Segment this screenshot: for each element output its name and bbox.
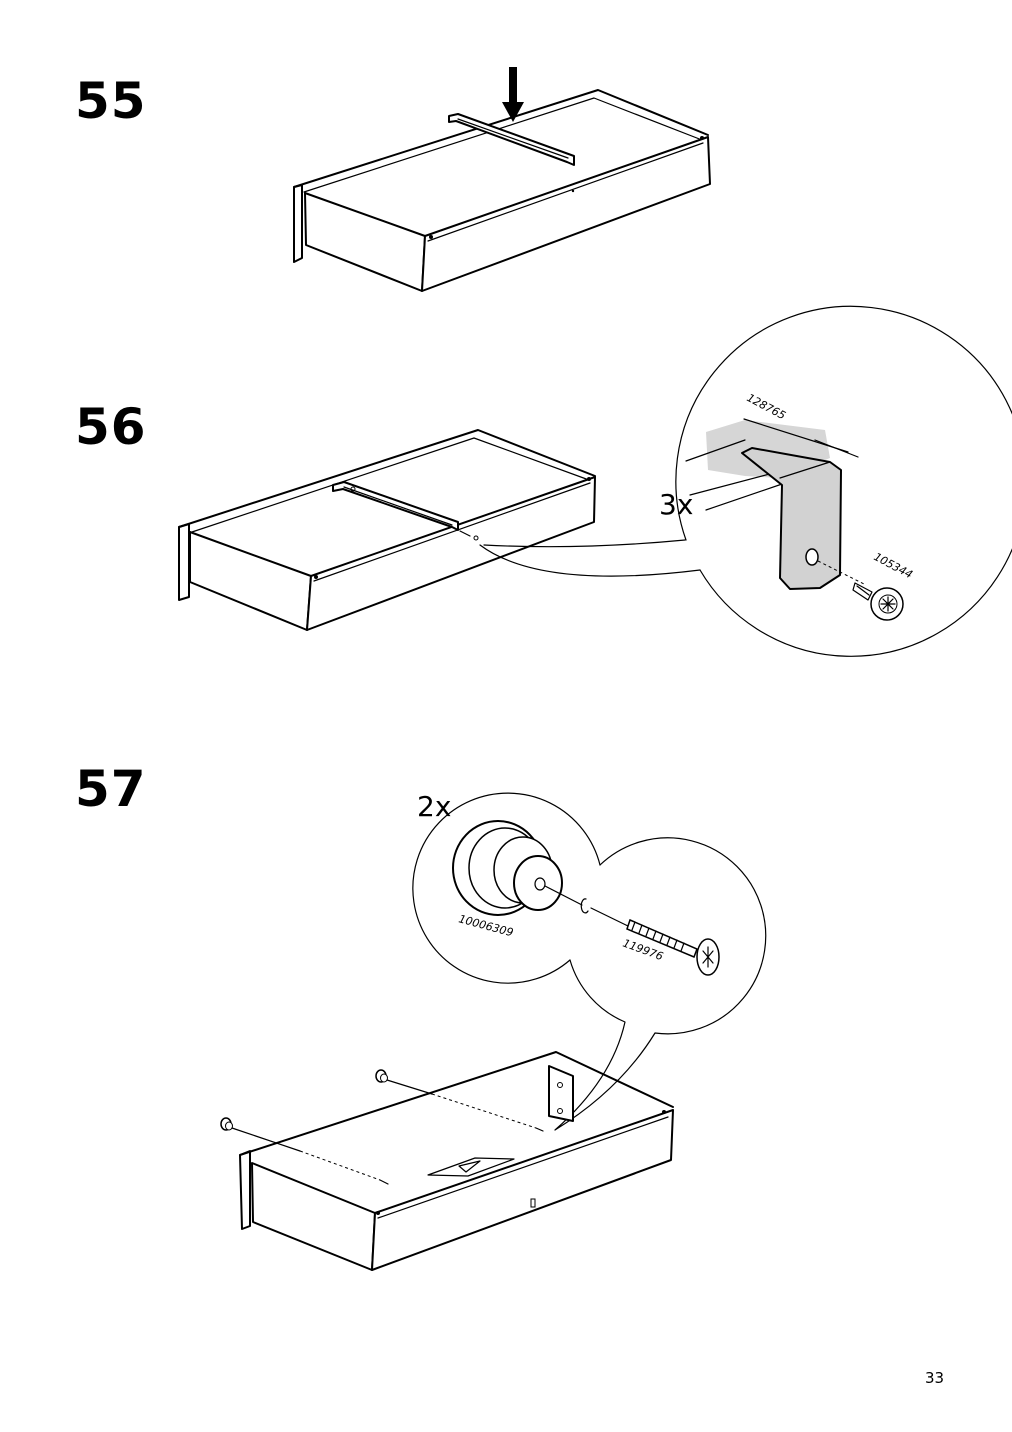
step-56-drawer-illustration: 3x 128765 105344 (178, 305, 1012, 657)
quantity-label-3x: 3x (659, 488, 693, 521)
part-number-label: 105344 (872, 550, 915, 581)
knob-icon (375, 1069, 388, 1083)
knob-icon (220, 1117, 233, 1131)
step-57-drawer-illustration: 2x 10006309 119976 (220, 790, 767, 1271)
part-number-label: 10006309 (457, 912, 514, 939)
part-number-label: 128765 (745, 391, 788, 422)
step-number-56: 56 (75, 398, 147, 456)
knob-icon (452, 820, 563, 916)
down-arrow-icon (502, 67, 524, 122)
page-number: 33 (925, 1369, 945, 1387)
quantity-label-2x: 2x (417, 790, 451, 823)
screw-icon (852, 582, 904, 621)
step-55-drawer-illustration (293, 67, 711, 292)
step-number-55: 55 (75, 72, 147, 130)
bolt-icon (626, 918, 720, 976)
step-number-57: 57 (75, 760, 147, 818)
